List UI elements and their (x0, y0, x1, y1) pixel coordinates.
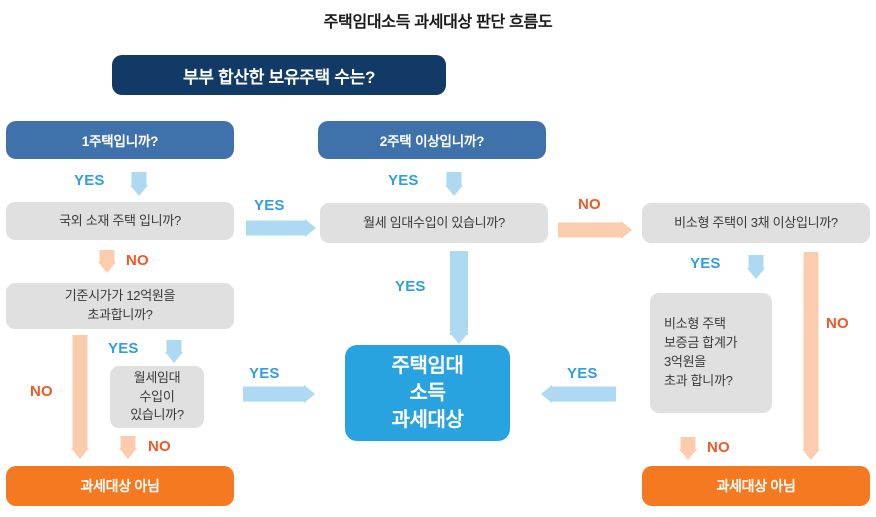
node-result-not-taxable-right[interactable]: 과세대상 아님 (642, 466, 870, 506)
arrow-right-rent-left-yes (243, 384, 315, 403)
arrow-down-mid-rent-yes (450, 251, 468, 344)
arrow-down-overseas-no (97, 250, 116, 273)
node-root-question[interactable]: 부부 합산한 보유주택 수는? (112, 55, 446, 95)
node-question-nonsmall-3plus[interactable]: 비소형 주택이 3채 이상입니까? (642, 203, 870, 243)
node-result-not-taxable-left[interactable]: 과세대상 아님 (6, 466, 234, 506)
edge-label-deposit-no: NO (707, 439, 730, 456)
node-question-monthly-rent-mid[interactable]: 월세 임대수입이 있습니까? (320, 203, 548, 243)
node-result-taxable[interactable]: 주택임대 소득 과세대상 (345, 345, 510, 441)
arrow-down-rent-left-no (118, 436, 137, 459)
arrow-left-deposit-yes (541, 384, 616, 403)
arrow-down-price-no (70, 335, 89, 459)
edge-label-price-yes: YES (108, 340, 139, 357)
edge-label-nonsmall-yes: YES (690, 255, 721, 272)
edge-label-overseas-yes: YES (254, 197, 285, 214)
edge-label-one-house-yes: YES (74, 172, 105, 189)
arrow-down-deposit-no (678, 437, 697, 460)
edge-label-price-no: NO (30, 383, 53, 400)
edge-label-rent-left-no: NO (148, 438, 171, 455)
node-branch-one-house[interactable]: 1주택입니까? (6, 121, 234, 159)
arrow-right-overseas-yes (246, 218, 316, 237)
edge-label-deposit-yes: YES (567, 365, 598, 382)
edge-label-mid-rent-no: NO (578, 196, 601, 213)
node-question-monthly-rent-left[interactable]: 월세임대 수입이 있습니까? (110, 366, 204, 428)
arrow-down-one-house-yes (129, 172, 148, 196)
arrow-down-price-yes (164, 340, 183, 363)
edge-label-overseas-no: NO (126, 252, 149, 269)
node-question-deposit-over-3[interactable]: 비소형 주택 보증금 합계가 3억원을 초과 합니까? (650, 293, 772, 413)
arrow-down-nonsmall-yes (746, 255, 765, 279)
edge-label-two-houses-yes: YES (388, 172, 419, 189)
node-question-price-over-12[interactable]: 기준시가가 12억원을 초과합니까? (6, 283, 234, 329)
edge-label-mid-rent-yes: YES (395, 278, 426, 295)
page-title: 주택임대소득 과세대상 판단 흐름도 (323, 14, 553, 31)
edge-label-nonsmall-no: NO (826, 315, 849, 332)
arrow-right-mid-rent-no (558, 220, 632, 239)
edge-label-rent-left-yes: YES (249, 365, 280, 382)
node-branch-two-houses[interactable]: 2주택 이상입니까? (318, 121, 546, 159)
node-question-overseas[interactable]: 국외 소재 주택 입니까? (6, 202, 234, 240)
arrow-down-two-houses-yes (444, 172, 463, 196)
arrow-down-nonsmall-no (801, 252, 820, 460)
